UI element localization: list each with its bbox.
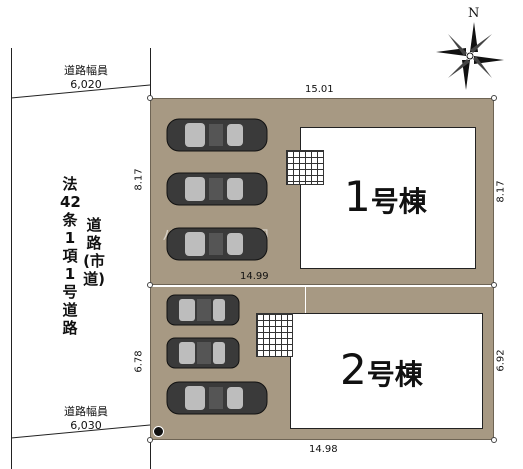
building-2-label: 2号棟 (340, 345, 423, 394)
corner-marker (491, 437, 497, 443)
corner-marker (491, 282, 497, 288)
car-icon (166, 118, 268, 152)
lot-separator-tick (305, 287, 306, 313)
entrance-step-1 (286, 150, 324, 185)
road-name-char: 号 (62, 283, 78, 301)
road-name-char: 条 (62, 211, 78, 229)
car-icon (166, 294, 240, 326)
road-width-top-value: 6,020 (70, 78, 102, 91)
benchmark-icon (153, 426, 164, 437)
building-2-number: 2 (340, 345, 367, 394)
corner-marker (147, 437, 153, 443)
road-name-col2: 道 路 (市 道) (82, 216, 106, 288)
road-name-char: 道) (83, 270, 105, 288)
road-name-char: 路 (62, 319, 78, 337)
north-label: N (468, 6, 480, 21)
dimension-bottom: 14.98 (309, 444, 338, 455)
road-name-char: 1 (64, 229, 76, 247)
building-2 (290, 313, 483, 429)
road-width-bottom-title: 道路幅員 (64, 405, 108, 418)
car-icon (166, 337, 240, 369)
dimension-right-upper: 8.17 (495, 180, 507, 203)
road-name-char: 路 (86, 234, 102, 252)
dimension-right-lower: 6.92 (495, 349, 507, 372)
road-name-char: 道 (62, 301, 78, 319)
road-name-char: 項 (62, 247, 78, 265)
car-icon (166, 381, 268, 415)
corner-marker (491, 95, 497, 101)
car-icon (166, 227, 268, 261)
road-diagonal-bottom (11, 424, 151, 439)
road-name-char: 42 (60, 193, 81, 211)
road-name-char: 法 (62, 175, 78, 193)
road-width-top: 道路幅員 6,020 (36, 64, 136, 92)
road-name-char: (市 (83, 252, 105, 270)
road-width-top-title: 道路幅員 (64, 64, 108, 77)
road-width-bottom: 道路幅員 6,030 (36, 405, 136, 433)
building-2-suffix: 号棟 (366, 358, 423, 391)
road-edge-right-bottom (150, 440, 151, 469)
building-1 (300, 127, 476, 269)
road-name-col1: 法 42 条 1 項 1 号 道 路 (60, 175, 81, 337)
road-edge-left (11, 48, 12, 469)
dimension-middle: 14.99 (240, 271, 269, 282)
dimension-left-lower: 6.78 (133, 350, 145, 373)
dimension-left-upper: 8.17 (133, 168, 145, 191)
corner-marker (147, 282, 153, 288)
road-edge-right-top (150, 48, 151, 100)
road-name-char: 道 (86, 216, 102, 234)
building-1-label: 1号棟 (344, 172, 427, 221)
road-name-char: 1 (64, 265, 76, 283)
road-width-bottom-value: 6,030 (70, 419, 102, 432)
building-1-number: 1 (344, 172, 371, 221)
corner-marker (147, 95, 153, 101)
lot-separator (150, 285, 494, 287)
road-diagonal-top (11, 84, 151, 99)
building-1-suffix: 号棟 (370, 185, 427, 218)
compass-rose-icon (436, 22, 504, 90)
car-icon (166, 172, 268, 206)
dimension-top: 15.01 (305, 84, 334, 95)
entrance-step-2 (256, 313, 293, 357)
